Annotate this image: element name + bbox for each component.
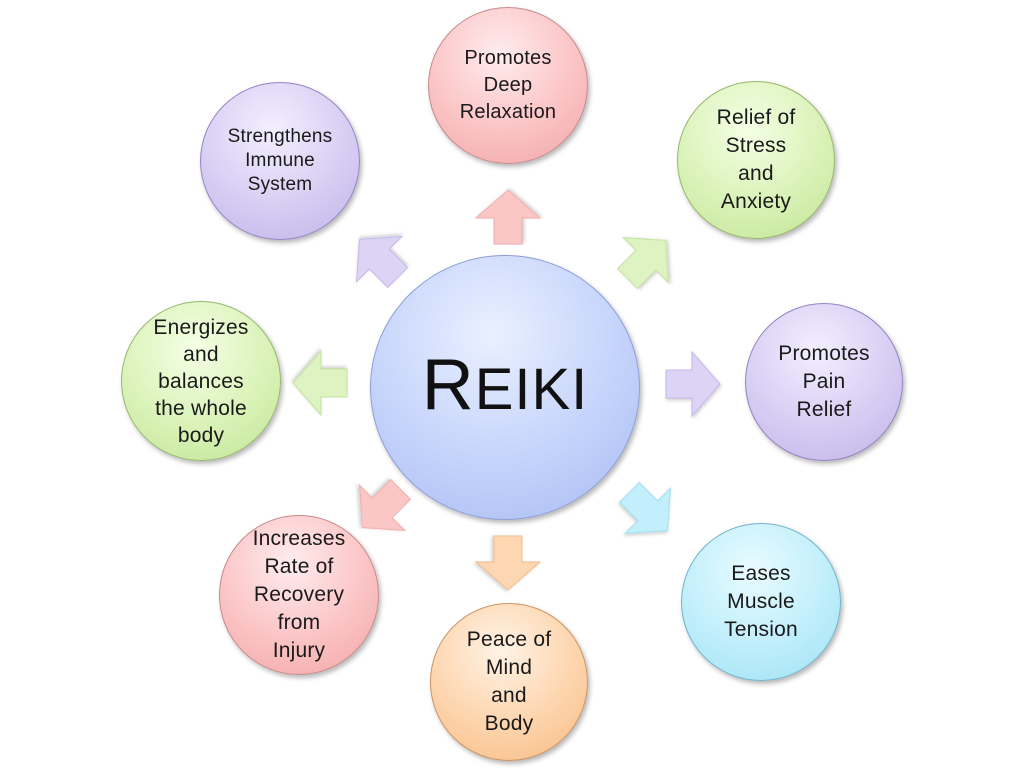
center-label: REIKI [422, 349, 589, 422]
arrow-down-icon [474, 535, 542, 591]
benefit-label: Strengthens Immune System [227, 126, 333, 195]
benefit-stress-anxiety-relief: Relief of Stress and Anxiety [677, 81, 835, 239]
arrow-down-left-icon [358, 478, 412, 532]
arrow-up-icon [474, 189, 542, 245]
arrow-right-icon [665, 350, 721, 418]
benefit-deep-relaxation: Promotes Deep Relaxation [428, 7, 588, 164]
benefit-label: Energizes and balances the whole body [153, 315, 249, 447]
benefit-recovery-rate: Increases Rate of Recovery from Injury [219, 515, 379, 675]
arrow-down-right-icon [618, 481, 672, 535]
benefit-peace-of-mind: Peace of Mind and Body [430, 603, 588, 761]
benefit-energizes-balances: Energizes and balances the whole body [121, 301, 281, 461]
benefit-label: Increases Rate of Recovery from Injury [252, 527, 346, 662]
center-circle-reiki: REIKI [370, 255, 640, 520]
arrow-left-icon [292, 349, 348, 417]
center-label-rest: EIKI [474, 357, 589, 422]
benefit-label: Relief of Stress and Anxiety [716, 106, 796, 213]
benefit-pain-relief: Promotes Pain Relief [745, 303, 903, 461]
arrow-up-right-icon [616, 236, 670, 290]
benefit-label: Eases Muscle Tension [724, 562, 798, 641]
benefit-muscle-tension: Eases Muscle Tension [681, 523, 841, 681]
center-label-initial: R [421, 345, 475, 425]
benefit-label: Peace of Mind and Body [466, 628, 552, 735]
benefit-label: Promotes Pain Relief [778, 342, 870, 421]
benefit-label: Promotes Deep Relaxation [459, 47, 557, 123]
arrow-up-left-icon [355, 235, 409, 289]
benefit-immune-system: Strengthens Immune System [200, 82, 360, 240]
